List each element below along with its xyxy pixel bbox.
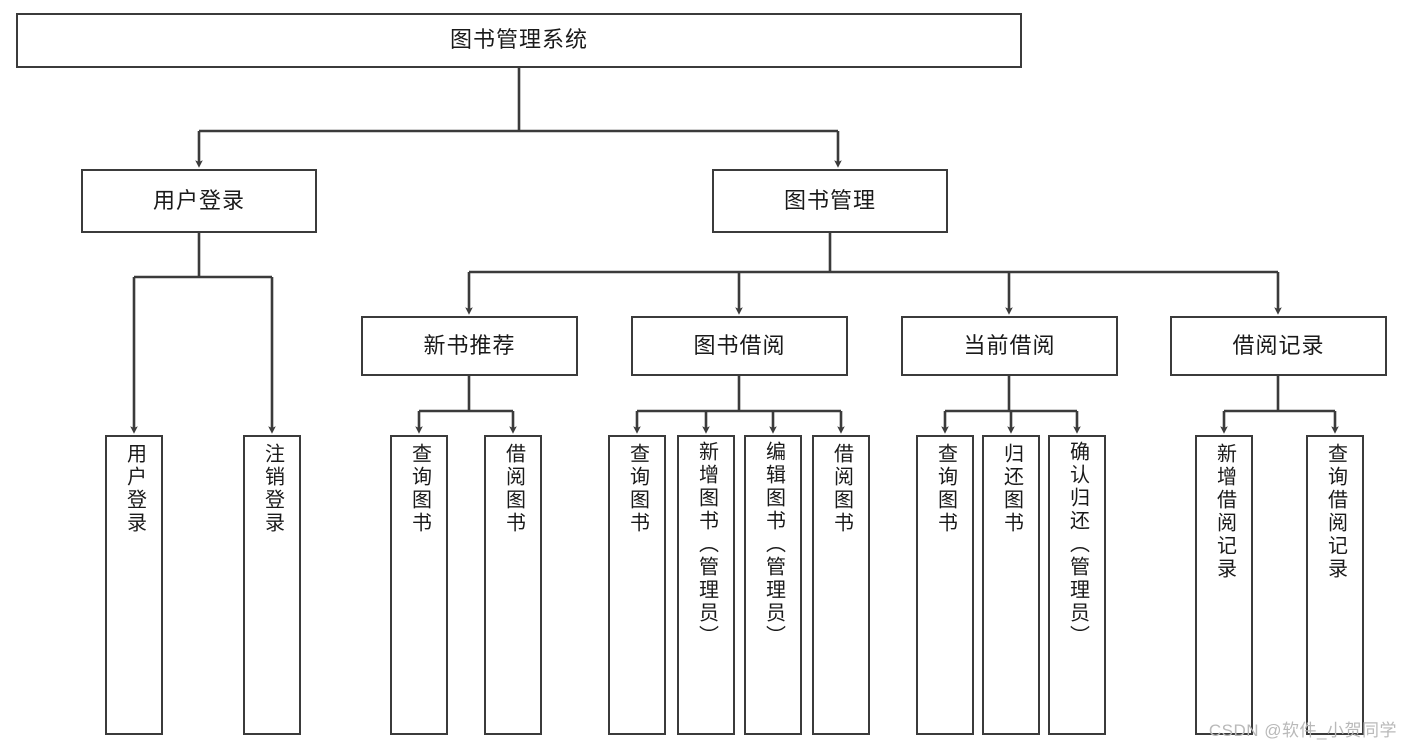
node-leaf-add-book-admin-label: 新增图书（管理员） — [695, 441, 718, 648]
node-leaf-query-book-borrow[interactable]: 查询图书 — [608, 435, 666, 735]
node-leaf-add-book-admin[interactable]: 新增图书（管理员） — [677, 435, 735, 735]
node-leaf-borrow-book-recommend-label: 借阅图书 — [502, 443, 525, 535]
node-root-label: 图书管理系统 — [449, 27, 588, 53]
node-leaf-user-login[interactable]: 用户登录 — [105, 435, 163, 735]
node-leaf-confirm-return-admin-label: 确认归还（管理员） — [1066, 441, 1089, 648]
node-book-borrow[interactable]: 图书借阅 — [631, 316, 848, 376]
node-leaf-return-book[interactable]: 归还图书 — [982, 435, 1040, 735]
node-leaf-user-logout-label: 注销登录 — [261, 443, 284, 535]
watermark-text: CSDN @软件_小贺同学 — [1208, 721, 1397, 740]
node-current-borrow[interactable]: 当前借阅 — [901, 316, 1118, 376]
node-leaf-edit-book-admin[interactable]: 编辑图书（管理员） — [744, 435, 802, 735]
node-leaf-query-book-current-label: 查询图书 — [934, 443, 957, 535]
node-leaf-add-borrow-record-label: 新增借阅记录 — [1213, 443, 1236, 581]
node-leaf-user-login-label: 用户登录 — [123, 443, 146, 535]
node-borrow-record[interactable]: 借阅记录 — [1170, 316, 1387, 376]
node-user-login-label: 用户登录 — [152, 187, 245, 213]
node-book-borrow-label: 图书借阅 — [693, 332, 786, 358]
node-leaf-borrow-book-recommend[interactable]: 借阅图书 — [484, 435, 542, 735]
node-leaf-query-book-borrow-label: 查询图书 — [626, 443, 649, 535]
node-borrow-record-label: 借阅记录 — [1232, 332, 1325, 358]
node-leaf-query-book-recommend-label: 查询图书 — [408, 443, 431, 535]
node-leaf-borrow-book-label: 借阅图书 — [830, 443, 853, 535]
node-leaf-return-book-label: 归还图书 — [1000, 443, 1023, 535]
node-leaf-query-borrow-record-label: 查询借阅记录 — [1324, 443, 1347, 581]
node-book-management-label: 图书管理 — [783, 187, 876, 213]
node-leaf-query-book-current[interactable]: 查询图书 — [916, 435, 974, 735]
node-leaf-query-book-recommend[interactable]: 查询图书 — [390, 435, 448, 735]
node-new-book-recommend[interactable]: 新书推荐 — [361, 316, 578, 376]
node-root[interactable]: 图书管理系统 — [16, 13, 1022, 68]
node-leaf-user-logout[interactable]: 注销登录 — [243, 435, 301, 735]
node-leaf-add-borrow-record[interactable]: 新增借阅记录 — [1195, 435, 1253, 735]
node-leaf-query-borrow-record[interactable]: 查询借阅记录 — [1306, 435, 1364, 735]
node-leaf-confirm-return-admin[interactable]: 确认归还（管理员） — [1048, 435, 1106, 735]
node-current-borrow-label: 当前借阅 — [963, 332, 1056, 358]
node-leaf-borrow-book[interactable]: 借阅图书 — [812, 435, 870, 735]
node-user-login[interactable]: 用户登录 — [81, 169, 317, 233]
node-leaf-edit-book-admin-label: 编辑图书（管理员） — [762, 441, 785, 648]
node-book-management[interactable]: 图书管理 — [712, 169, 948, 233]
node-new-book-recommend-label: 新书推荐 — [423, 332, 516, 358]
